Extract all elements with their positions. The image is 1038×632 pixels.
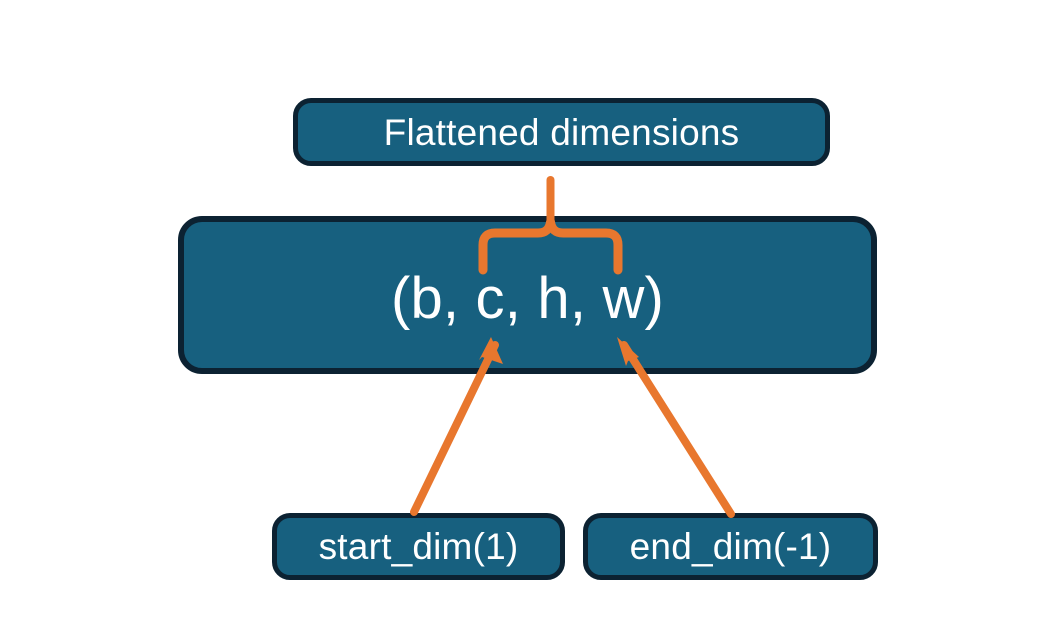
start-dim-label: start_dim(1) [318,526,519,567]
tensor-shape-label: (b, c, h, w) [390,266,665,331]
tensor-shape-box[interactable]: (b, c, h, w) [178,216,877,374]
end-dim-label: end_dim(-1) [629,526,832,567]
end-dim-box[interactable]: end_dim(-1) [583,513,878,580]
flattened-dimensions-box[interactable]: Flattened dimensions [293,98,830,166]
start-dim-box[interactable]: start_dim(1) [272,513,565,580]
flattened-dimensions-label: Flattened dimensions [383,111,740,153]
